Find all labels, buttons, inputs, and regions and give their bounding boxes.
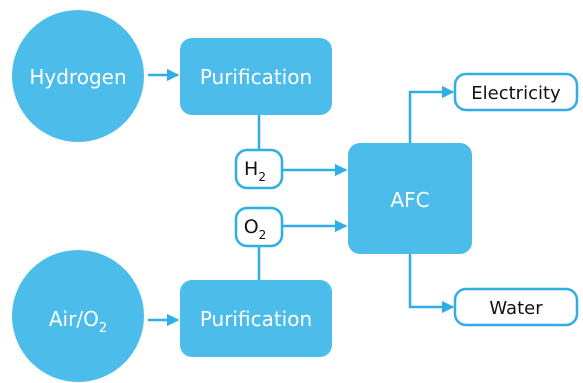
o2-node: O2 xyxy=(234,206,284,248)
hydrogen-label: Hydrogen xyxy=(29,65,126,89)
purification-bottom-node: Purification xyxy=(180,280,332,357)
hydrogen-node: Hydrogen xyxy=(12,10,144,142)
o2-label: O2 xyxy=(244,216,267,242)
h2-label-main: H xyxy=(244,158,258,180)
hydrogen-circle xyxy=(12,10,144,142)
arrow-afc-to-electricity xyxy=(408,85,455,143)
purification-bottom-label: Purification xyxy=(200,307,312,331)
purification-bottom-box xyxy=(180,280,332,357)
h2-node: H2 xyxy=(234,148,284,190)
purification-top-label: Purification xyxy=(200,65,312,89)
purification-top-node: Purification xyxy=(180,38,332,115)
h2-box xyxy=(234,148,284,190)
air-node: Air/O2 xyxy=(12,250,144,382)
air-label: Air/O2 xyxy=(49,307,107,336)
electricity-label: Electricity xyxy=(471,83,561,104)
afc-box xyxy=(348,143,472,254)
electricity-node: Electricity xyxy=(453,72,579,112)
o2-label-subscript: 2 xyxy=(259,228,267,242)
h2-label-subscript: 2 xyxy=(258,170,266,184)
air-label-subscript: 2 xyxy=(99,321,107,336)
afc-label: AFC xyxy=(390,188,429,212)
connectors xyxy=(148,68,455,327)
purification-top-box xyxy=(180,38,332,115)
o2-box xyxy=(234,206,284,248)
o2-label-main: O xyxy=(244,216,259,238)
water-node: Water xyxy=(453,287,579,327)
electricity-box xyxy=(453,72,579,112)
afc-node: AFC xyxy=(348,143,472,254)
water-box xyxy=(453,287,579,327)
arrow-afc-to-water xyxy=(408,254,455,314)
air-circle xyxy=(12,250,144,382)
h2-label: H2 xyxy=(244,158,266,184)
air-label-main: Air/O xyxy=(49,307,99,331)
water-label: Water xyxy=(489,298,543,319)
